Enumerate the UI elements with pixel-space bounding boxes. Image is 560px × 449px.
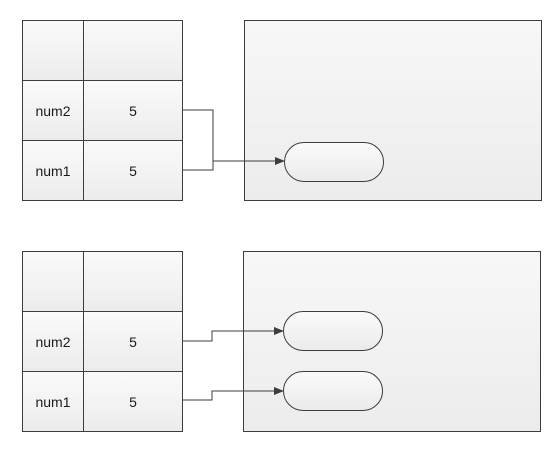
- stack-name-cell-num2: num2: [22, 311, 84, 372]
- stack-value-cell-empty: [83, 251, 183, 312]
- heap-object-num1: [283, 371, 383, 411]
- stack-name-cell-empty: [22, 20, 84, 81]
- heap-object: [284, 142, 384, 182]
- stack-name-cell-num1: num1: [22, 140, 84, 201]
- stack-name-cell-num2: num2: [22, 80, 84, 141]
- stack-value-cell-empty: [83, 20, 183, 81]
- stack-value-cell-num1: 5: [83, 140, 183, 201]
- arrow-num2-to-object: [183, 109, 214, 161]
- heap-object-num2: [283, 311, 383, 351]
- stack-name-cell-empty: [22, 251, 84, 312]
- stack-value-cell-num1: 5: [83, 371, 183, 432]
- stack-value-cell-num2: 5: [83, 80, 183, 141]
- stack-name-cell-num1: num1: [22, 371, 84, 432]
- stack-value-cell-num2: 5: [83, 311, 183, 372]
